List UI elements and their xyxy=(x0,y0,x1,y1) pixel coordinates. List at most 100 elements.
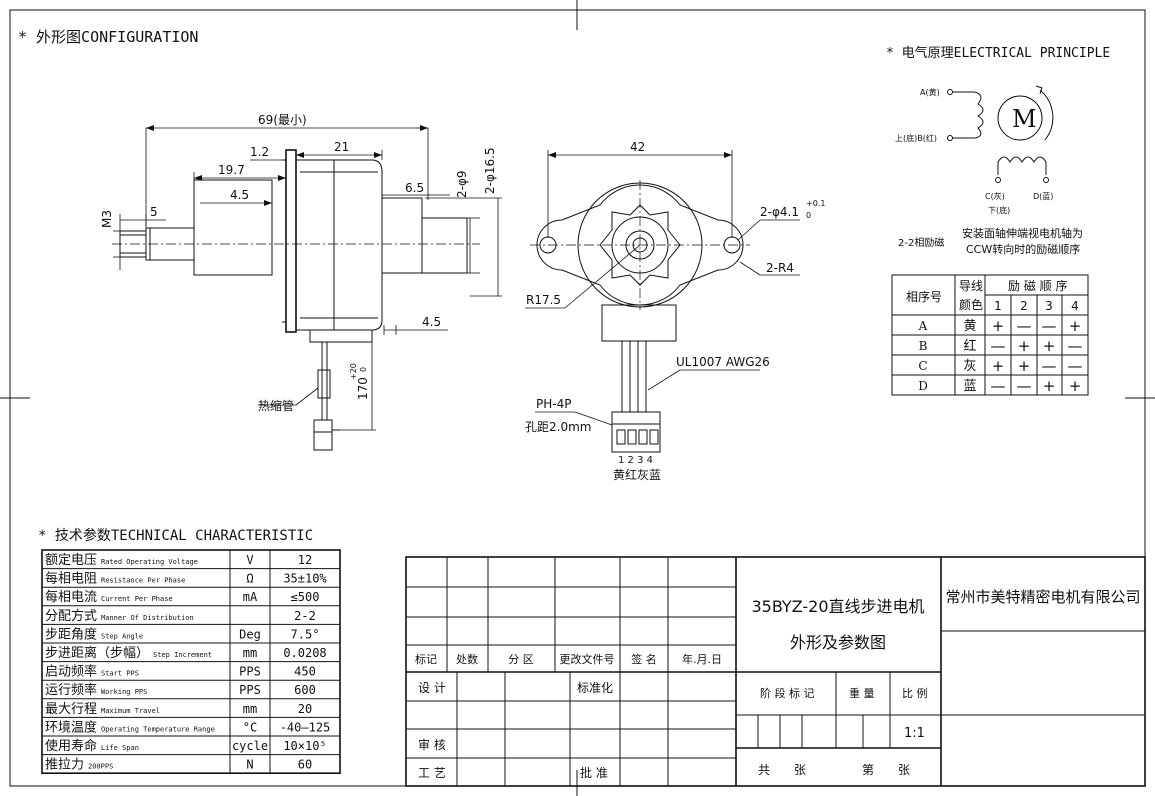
phase-row-sign: + xyxy=(1018,357,1031,375)
phase-row-sign: — xyxy=(991,377,1006,395)
revision-header: 年.月.日 xyxy=(682,652,722,666)
sequence-step: 2 xyxy=(1020,299,1028,313)
phase-row-sign: — xyxy=(1042,357,1057,375)
wire-header-1: 导线 xyxy=(959,279,983,293)
dim-phi9: 2-φ9 xyxy=(455,170,469,198)
company-name: 常州市美特精密电机有限公司 xyxy=(945,588,1140,606)
total-sheets-label: 共 张 xyxy=(758,763,806,777)
tech-param-unit: mm xyxy=(243,702,257,716)
tech-param-english: Maximum Travel xyxy=(101,707,160,715)
phase-row-sign: — xyxy=(1068,337,1083,355)
phase-row-color: 蓝 xyxy=(963,379,976,394)
phase-c-label: C(灰) xyxy=(985,191,1005,201)
front-view-labels: 42 2-φ4.1 +0.1 0 2-R4 R17.5 UL1007 AWG26… xyxy=(525,140,825,482)
sequence-step: 4 xyxy=(1071,299,1079,313)
dim-1-2: 1.2 xyxy=(250,145,269,159)
phase-row-sign: — xyxy=(991,337,1006,355)
tech-param-value: ≤500 xyxy=(291,590,320,604)
phase-row-sign: + xyxy=(992,317,1005,335)
tech-param-name: 分配方式 xyxy=(45,608,97,624)
phase-a-label: A(黄) xyxy=(920,87,940,97)
dim-4-5-bottom: 4.5 xyxy=(422,315,441,329)
wire-header-2: 颜色 xyxy=(959,297,983,312)
dim-r17-5: R17.5 xyxy=(526,293,561,307)
tech-param-unit: °C xyxy=(243,720,257,734)
tech-param-value: 2-2 xyxy=(294,609,316,623)
phase-row-phase: C xyxy=(918,359,927,373)
excitation-label: 2-2相励磁 xyxy=(898,236,944,249)
review-label: 审 核 xyxy=(418,737,446,752)
tech-param-name: 额定电压 xyxy=(45,553,97,568)
tech-param-name: 环境温度 xyxy=(45,719,97,735)
connector-spec: PH-4P xyxy=(536,397,571,411)
sequence-header: 励 磁 顺 序 xyxy=(1008,278,1067,293)
tech-param-unit: mm xyxy=(243,646,257,660)
phase-row-phase: D xyxy=(918,379,928,393)
dim-170-tol-up: +20 xyxy=(349,363,358,380)
dim-19-7: 19.7 xyxy=(218,163,245,177)
ccw-note-line1: 安装面轴伸端视电机轴为 xyxy=(962,226,1083,240)
tech-param-value: 450 xyxy=(294,665,316,679)
phase-row-sign: — xyxy=(1042,317,1057,335)
product-title-line1: 35BYZ-20直线步进电机 xyxy=(751,597,924,616)
phase-row-color: 红 xyxy=(963,338,976,354)
phase-b-label: 上(底)B(红) xyxy=(895,133,937,143)
phase-d-label: D(蓝) xyxy=(1033,191,1053,201)
phase-row-sign: + xyxy=(1069,317,1082,335)
bottom-label: 下(底) xyxy=(988,205,1010,215)
dim-m3: M3 xyxy=(100,210,114,228)
phase-header: 相序号 xyxy=(906,289,942,304)
tech-param-name: 每相电阻 xyxy=(45,571,97,587)
weight-label: 重 量 xyxy=(849,686,875,700)
phase-row-phase: B xyxy=(919,339,928,353)
dim-42: 42 xyxy=(630,140,645,154)
dim-21: 21 xyxy=(334,140,349,154)
dim-hole-tol-up: +0.1 xyxy=(806,199,825,208)
tech-param-value: 35±10% xyxy=(283,572,327,586)
tech-param-unit: Deg xyxy=(239,627,261,641)
tech-param-value: 7.5° xyxy=(291,627,320,641)
revision-header: 分 区 xyxy=(508,653,534,666)
phase-row-sign: — xyxy=(1017,377,1032,395)
tech-param-value: 10×10⁵ xyxy=(283,739,326,753)
dim-r4: 2-R4 xyxy=(766,261,794,275)
side-view-dimensions xyxy=(113,125,502,431)
tech-param-english: Manner Of Distribution xyxy=(101,614,194,622)
standard-label: 标准化 xyxy=(577,681,613,695)
tech-param-value: 20 xyxy=(298,702,312,716)
phase-row-sign: — xyxy=(1017,317,1032,335)
side-view-drawing xyxy=(112,149,480,451)
tech-param-name: 每相电流 xyxy=(45,589,97,605)
scale-value: 1:1 xyxy=(904,726,925,741)
scale-label: 比 例 xyxy=(902,686,928,700)
tech-param-name: 运行频率 xyxy=(45,682,97,698)
heat-shrink-label: 热缩管 xyxy=(258,398,294,413)
dim-5: 5 xyxy=(150,205,158,219)
dim-4-5-top: 4.5 xyxy=(230,188,249,202)
pin-colors: 黄红灰蓝 xyxy=(613,467,661,482)
tech-param-unit: V xyxy=(246,553,253,567)
tech-param-english: Operating Temperature Range xyxy=(101,725,215,733)
phase-row-sign: + xyxy=(1043,377,1056,395)
phase-row-color: 黄 xyxy=(963,319,976,334)
front-view-drawing xyxy=(530,180,750,453)
tech-param-value: -40—125 xyxy=(280,720,331,734)
tech-param-value: 600 xyxy=(294,683,316,697)
tech-param-value: 12 xyxy=(298,553,312,567)
tech-param-name: 使用寿命 xyxy=(45,738,97,754)
side-view-labels: 69(最小) 21 1.2 19.7 4.5 5 M3 6.5 2-φ9 2-φ… xyxy=(100,113,497,413)
process-label: 工 艺 xyxy=(418,766,446,780)
tech-param-unit: cycle xyxy=(232,739,268,753)
dim-6-5: 6.5 xyxy=(405,181,424,195)
dim-170: 170 xyxy=(356,377,370,400)
approve-label: 批 准 xyxy=(580,765,608,780)
tech-param-english: Step Increment xyxy=(153,651,212,659)
tech-param-unit: PPS xyxy=(239,683,261,697)
tech-param-english: 200PPS xyxy=(88,763,113,771)
tech-param-english: Life Span xyxy=(101,744,139,752)
sequence-step: 1 xyxy=(994,299,1002,313)
electrical-schematic xyxy=(947,85,1054,183)
phase-row-phase: A xyxy=(918,319,928,333)
tech-param-value: 0.0208 xyxy=(283,646,326,660)
